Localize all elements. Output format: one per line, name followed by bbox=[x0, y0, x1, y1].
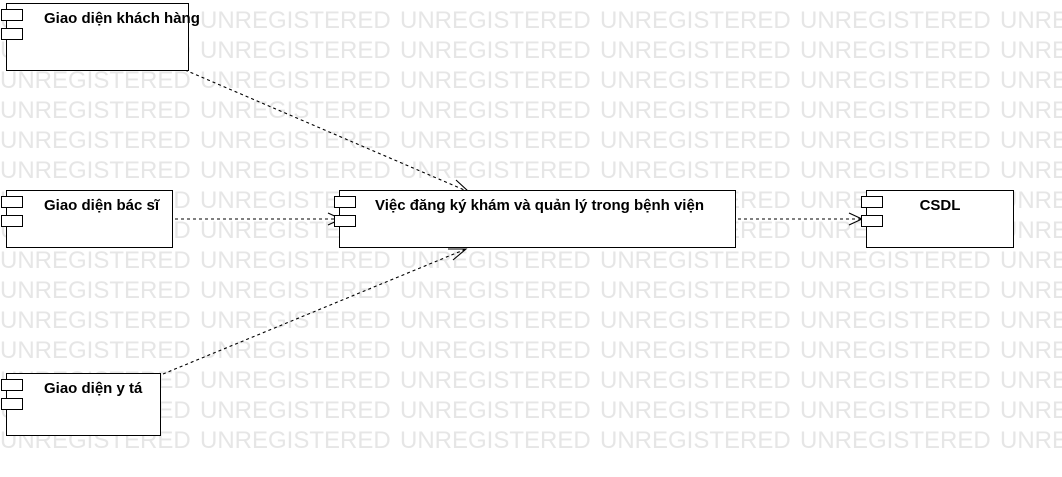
watermark-text: UNREGISTERED bbox=[400, 277, 591, 304]
watermark-text: UNREGISTERED bbox=[1000, 7, 1062, 34]
watermark-text: UNREGISTERED bbox=[600, 97, 791, 124]
watermark-text: UNREGISTERED bbox=[600, 127, 791, 154]
watermark-text: UNREGISTERED bbox=[0, 307, 191, 334]
dependency-khach-hang-to-main bbox=[184, 69, 470, 193]
watermark-text: UNREGISTERED bbox=[800, 427, 991, 454]
watermark-text: UNREGISTERED bbox=[800, 97, 991, 124]
component-icon bbox=[1, 191, 23, 247]
watermark-text: UNREGISTERED bbox=[0, 247, 191, 274]
watermark-text: UNREGISTERED bbox=[600, 7, 791, 34]
watermark-text: UNREGISTERED bbox=[400, 247, 591, 274]
watermark-text: UNREGISTERED bbox=[600, 307, 791, 334]
watermark-text: UNREGISTERED bbox=[0, 127, 191, 154]
watermark-text: UNREGISTERED bbox=[400, 307, 591, 334]
watermark-text: UNREGISTERED bbox=[400, 7, 591, 34]
watermark-text: UNREGISTERED bbox=[400, 337, 591, 364]
watermark-text: UNREGISTERED bbox=[800, 127, 991, 154]
watermark-text: UNREGISTERED bbox=[1000, 37, 1062, 64]
dependency-y-ta-to-main bbox=[162, 248, 467, 375]
watermark-text: UNREGISTERED bbox=[200, 337, 391, 364]
watermark-text: UNREGISTERED bbox=[200, 7, 391, 34]
watermark-text: UNREGISTERED bbox=[1000, 277, 1062, 304]
watermark-text: UNREGISTERED bbox=[0, 277, 191, 304]
watermark-text: UNREGISTERED bbox=[1000, 307, 1062, 334]
component-giao-dien-khach-hang[interactable]: Giao diện khách hàng bbox=[1, 3, 200, 71]
watermark-text: UNREGISTERED bbox=[600, 157, 791, 184]
watermark-text: UNREGISTERED bbox=[800, 307, 991, 334]
watermark-text: UNREGISTERED bbox=[400, 97, 591, 124]
watermark-text: UNREGISTERED bbox=[200, 157, 391, 184]
watermark-text: UNREGISTERED bbox=[800, 67, 991, 94]
watermark-text: UNREGISTERED bbox=[800, 337, 991, 364]
watermark-text: UNREGISTERED bbox=[800, 157, 991, 184]
watermark-text: UNREGISTERED bbox=[600, 367, 791, 394]
watermark-text: UNREGISTERED bbox=[0, 97, 191, 124]
watermark-text: UNREGISTERED bbox=[600, 337, 791, 364]
watermark-text: UNREGISTERED bbox=[600, 277, 791, 304]
watermark-text: UNREGISTERED bbox=[1000, 247, 1062, 274]
component-label: CSDL bbox=[919, 197, 961, 214]
component-label: Giao diện khách hàng bbox=[44, 10, 200, 27]
component-label: Việc đăng ký khám và quản lý trong bệnh … bbox=[375, 197, 704, 214]
watermark-text: UNREGISTERED bbox=[600, 67, 791, 94]
watermark-text: UNREGISTERED bbox=[400, 427, 591, 454]
watermark-text: UNREGISTERED bbox=[400, 67, 591, 94]
watermark-text: UNREGISTERED bbox=[800, 37, 991, 64]
watermark-text: UNREGISTERED bbox=[0, 67, 191, 94]
watermark-text: UNREGISTERED bbox=[1000, 337, 1062, 364]
watermark-text: UNREGISTERED bbox=[800, 247, 991, 274]
watermark-text: UNREGISTERED bbox=[200, 67, 391, 94]
watermark-text: UNREGISTERED bbox=[1000, 427, 1062, 454]
watermark-text: UNREGISTERED bbox=[400, 367, 591, 394]
component-giao-dien-y-ta[interactable]: Giao diện y tá bbox=[1, 373, 161, 436]
watermark-text: UNREGISTERED bbox=[200, 97, 391, 124]
watermark-text: UNREGISTERED bbox=[1000, 157, 1062, 184]
watermark-text: UNREGISTERED bbox=[200, 427, 391, 454]
watermark-text: UNREGISTERED bbox=[200, 277, 391, 304]
watermark-text: UNREGISTERED bbox=[200, 247, 391, 274]
watermark-text: UNREGISTERED bbox=[400, 157, 591, 184]
watermark-text: UNREGISTERED bbox=[200, 37, 391, 64]
watermark-text: UNREGISTERED bbox=[1000, 127, 1062, 154]
watermark-text: UNREGISTERED bbox=[800, 7, 991, 34]
watermark-text: UNREGISTERED bbox=[0, 157, 191, 184]
watermark-text: UNREGISTERED bbox=[1000, 367, 1062, 394]
watermark-text: UNREGISTERED bbox=[200, 367, 391, 394]
watermark-text: UNREGISTERED bbox=[600, 427, 791, 454]
watermark-text: UNREGISTERED bbox=[600, 247, 791, 274]
component-csdl[interactable]: CSDL bbox=[861, 190, 1014, 248]
watermark-text: UNREGISTERED bbox=[1000, 397, 1062, 424]
watermark-text: UNREGISTERED bbox=[800, 277, 991, 304]
component-icon bbox=[1, 374, 23, 435]
watermark-text: UNREGISTERED bbox=[1000, 67, 1062, 94]
watermark-text: UNREGISTERED bbox=[200, 397, 391, 424]
watermark-text: UNREGISTERED bbox=[200, 307, 391, 334]
watermark-text: UNREGISTERED bbox=[600, 397, 791, 424]
watermark-text: UNREGISTERED bbox=[400, 37, 591, 64]
component-icon bbox=[861, 191, 883, 247]
watermark-text: UNREGISTERED bbox=[400, 127, 591, 154]
component-icon bbox=[1, 4, 23, 70]
watermark-text: UNREGISTERED bbox=[600, 37, 791, 64]
component-icon bbox=[334, 191, 356, 247]
component-label: Giao diện bác sĩ bbox=[44, 197, 160, 214]
watermark-text: UNREGISTERED bbox=[1000, 97, 1062, 124]
watermark-text: UNREGISTERED bbox=[400, 397, 591, 424]
arrowhead-y-ta-to-main bbox=[448, 248, 468, 261]
watermark-text: UNREGISTERED bbox=[800, 397, 991, 424]
watermark-text: UNREGISTERED bbox=[0, 337, 191, 364]
watermark-text: UNREGISTERED bbox=[800, 367, 991, 394]
component-giao-dien-bac-si[interactable]: Giao diện bác sĩ bbox=[1, 190, 173, 248]
watermark-text: UNREGISTERED bbox=[200, 127, 391, 154]
component-dang-ky-kham-quan-ly[interactable]: Việc đăng ký khám và quản lý trong bệnh … bbox=[334, 190, 736, 248]
component-label: Giao diện y tá bbox=[44, 380, 143, 397]
